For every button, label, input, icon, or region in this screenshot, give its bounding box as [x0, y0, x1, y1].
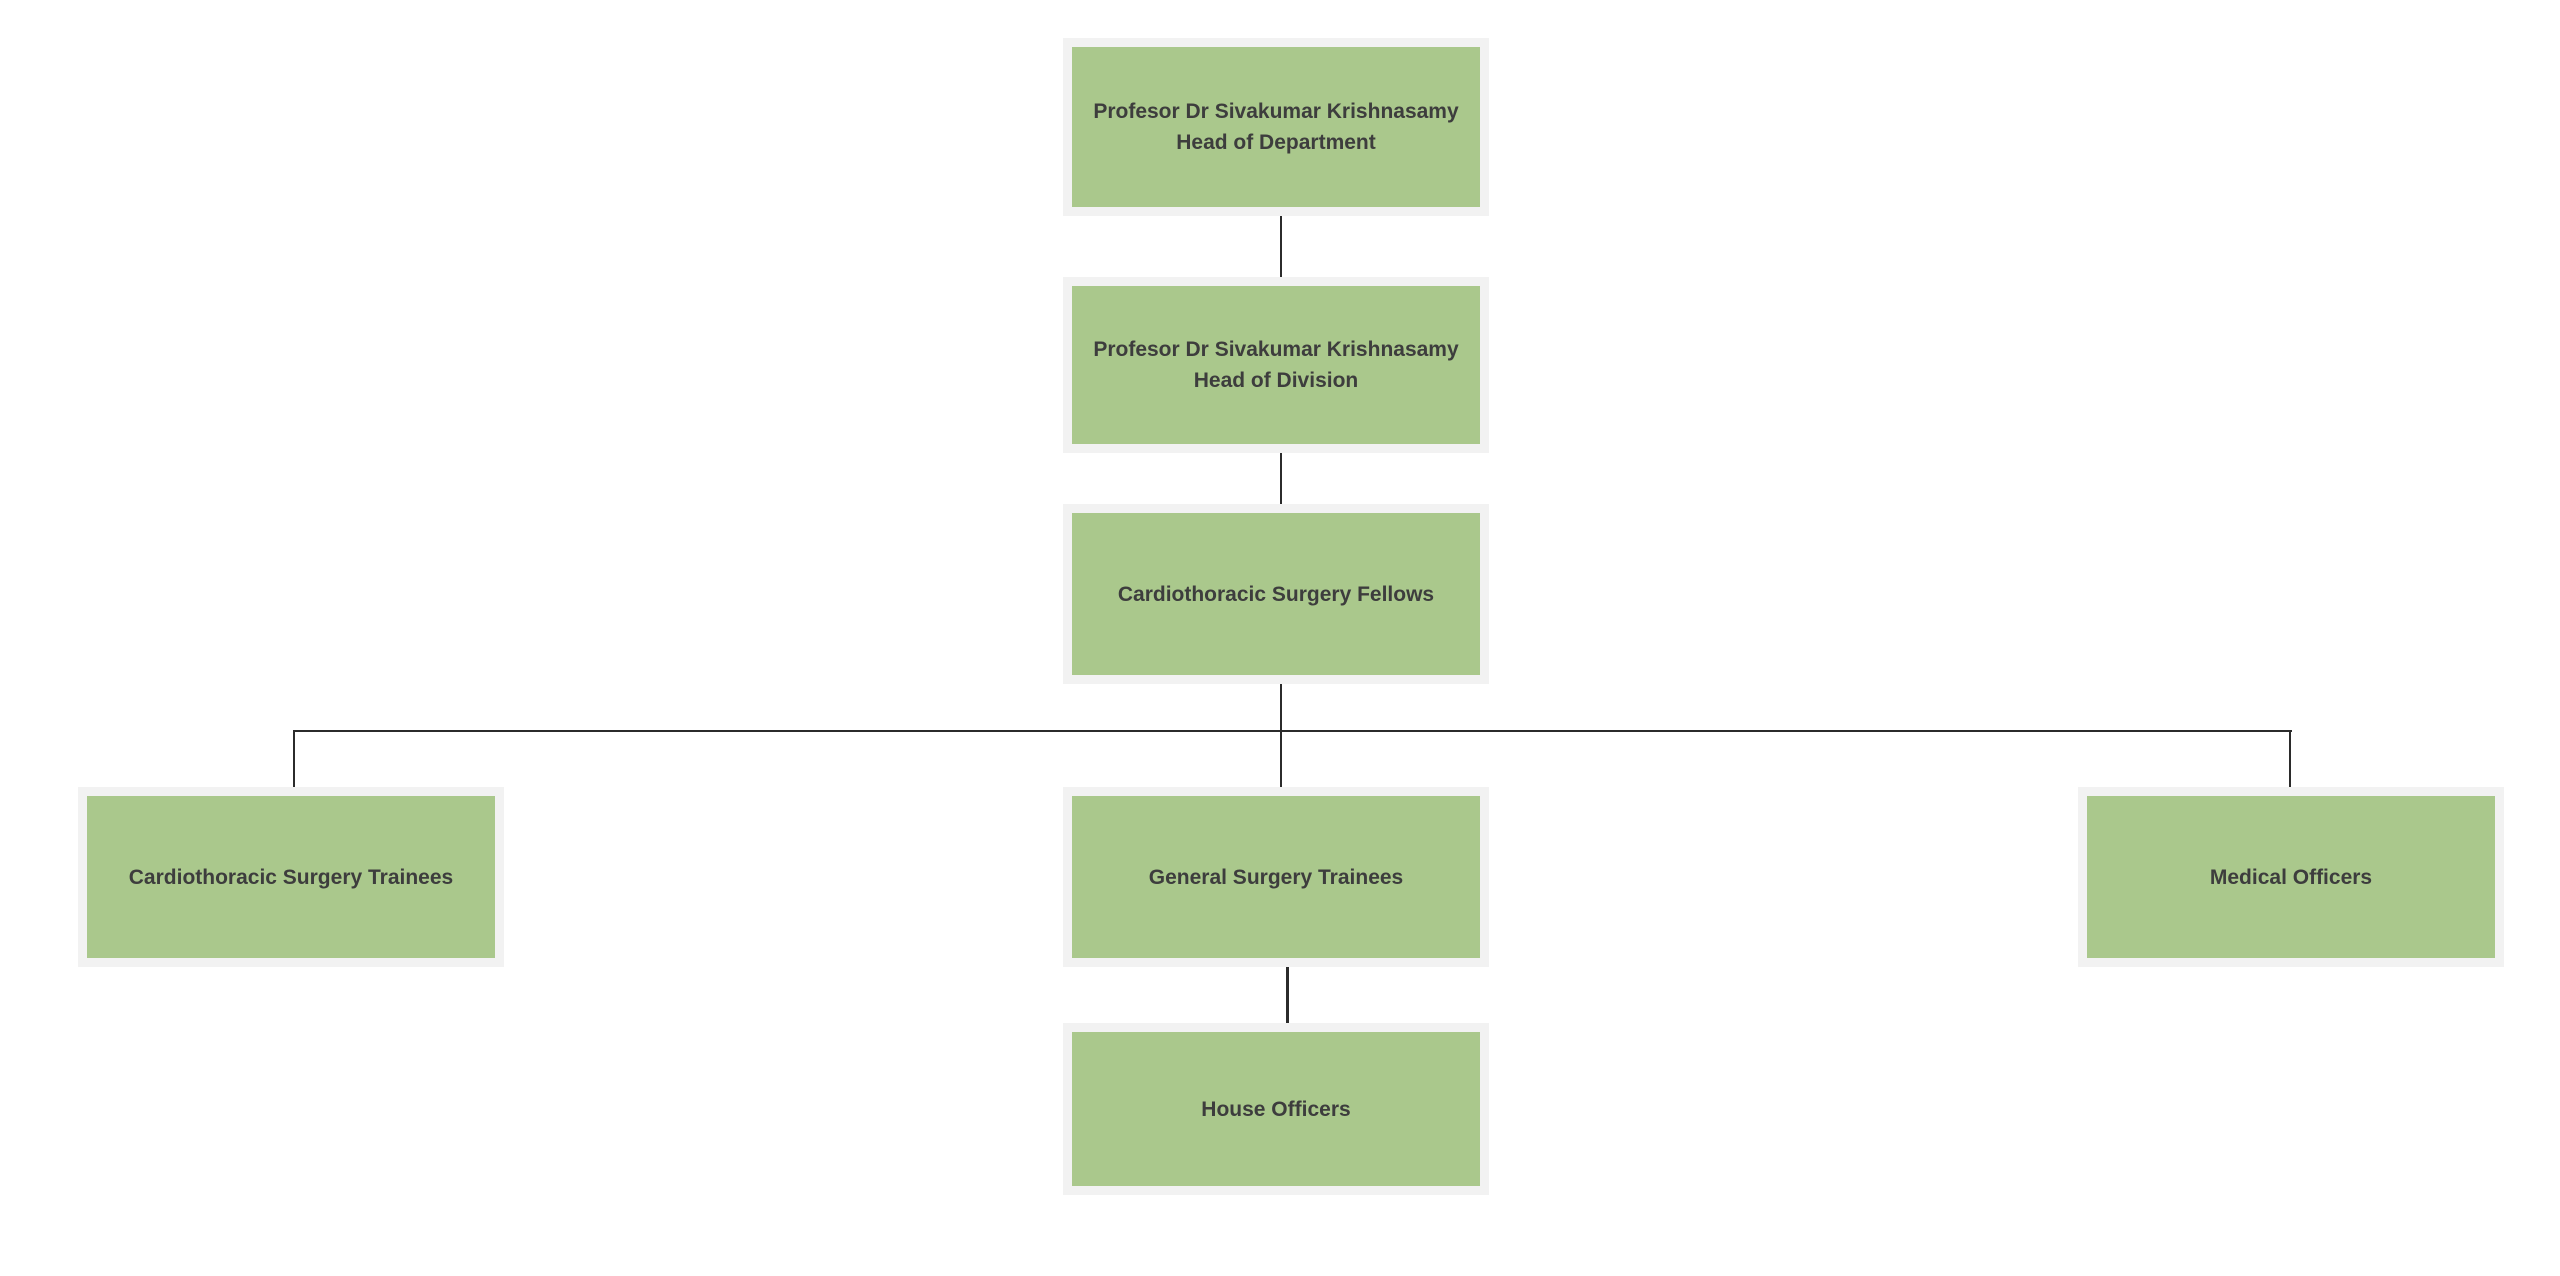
org-node-head-of-department-fill: Profesor Dr Sivakumar Krishnasamy Head o…: [1072, 47, 1480, 207]
org-node-cardiothoracic-trainees: Cardiothoracic Surgery Trainees: [78, 787, 504, 967]
org-node-general-trainees-label: General Surgery Trainees: [1148, 865, 1404, 889]
org-node-fellows-fill: Cardiothoracic Surgery Fellows: [1072, 513, 1480, 675]
org-node-medical-officers-label: Medical Officers: [2209, 865, 2373, 889]
org-node-cardiothoracic-trainees-fill: Cardiothoracic Surgery Trainees: [87, 796, 495, 958]
connector-branch-horizontal: [293, 730, 2292, 732]
org-node-house-officers: House Officers: [1063, 1023, 1489, 1195]
connector-fellows-to-general-trainees: [1280, 684, 1282, 787]
connector-hod-to-hodivision: [1280, 216, 1282, 277]
org-node-head-of-division: Profesor Dr Sivakumar Krishnasamy Head o…: [1063, 277, 1489, 453]
node-name-line: Profesor Dr Sivakumar Krishnasamy: [1093, 338, 1459, 361]
org-node-house-officers-label: House Officers: [1201, 1097, 1351, 1121]
org-node-medical-officers-fill: Medical Officers: [2087, 796, 2495, 958]
org-node-general-trainees-fill: General Surgery Trainees: [1072, 796, 1480, 958]
node-role-line: Head of Department: [1176, 131, 1376, 154]
org-node-head-of-department: Profesor Dr Sivakumar Krishnasamy Head o…: [1063, 38, 1489, 216]
connector-branch-to-medical-officers: [2289, 730, 2291, 787]
node-name-line: Profesor Dr Sivakumar Krishnasamy: [1093, 100, 1459, 123]
org-node-fellows-label: Cardiothoracic Surgery Fellows: [1117, 582, 1435, 606]
connector-general-trainees-to-house-officers: [1286, 967, 1289, 1023]
node-role-line: Head of Division: [1193, 369, 1359, 392]
org-node-cardiothoracic-trainees-label: Cardiothoracic Surgery Trainees: [128, 865, 454, 889]
org-node-head-of-division-label: Profesor Dr Sivakumar Krishnasamy Head o…: [1093, 334, 1458, 396]
org-node-medical-officers: Medical Officers: [2078, 787, 2504, 967]
org-node-general-trainees: General Surgery Trainees: [1063, 787, 1489, 967]
org-node-house-officers-fill: House Officers: [1072, 1032, 1480, 1186]
connector-hodivision-to-fellows: [1280, 453, 1282, 504]
org-node-head-of-department-label: Profesor Dr Sivakumar Krishnasamy Head o…: [1093, 96, 1458, 158]
org-node-head-of-division-fill: Profesor Dr Sivakumar Krishnasamy Head o…: [1072, 286, 1480, 444]
connector-branch-to-cardiothoracic-trainees: [293, 730, 295, 787]
org-node-fellows: Cardiothoracic Surgery Fellows: [1063, 504, 1489, 684]
